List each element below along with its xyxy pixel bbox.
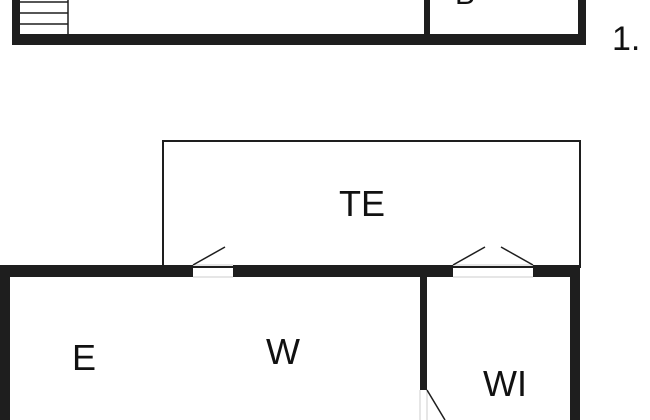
floor-number: 1. — [612, 20, 640, 58]
left-wall — [0, 265, 10, 420]
upper-bottom-wall — [12, 34, 586, 45]
room-label-living: W — [266, 331, 300, 372]
bathroom-door-icon — [426, 389, 446, 420]
terrace-door-right-icon — [500, 246, 534, 266]
entrance-door-icon — [192, 246, 226, 266]
upper-left-wall — [12, 0, 20, 45]
room-label-b: B — [455, 0, 475, 11]
room-label-bathroom: WI — [483, 363, 527, 404]
upper-floor: B 1. — [12, 0, 640, 58]
bathroom-wall — [420, 275, 427, 390]
upper-interior-wall — [424, 0, 430, 36]
room-label-terrace: TE — [339, 183, 385, 224]
terrace-door-left-icon — [452, 246, 486, 266]
lower-floor: TE E W WI — [0, 140, 581, 420]
right-wall — [570, 265, 580, 420]
room-label-entrance: E — [72, 337, 96, 378]
front-wall-middle — [233, 265, 453, 277]
stairs-icon — [20, 0, 69, 34]
door-openings — [193, 264, 533, 420]
front-wall-left — [0, 265, 193, 277]
upper-right-wall — [578, 0, 586, 45]
front-wall-right — [533, 265, 580, 277]
